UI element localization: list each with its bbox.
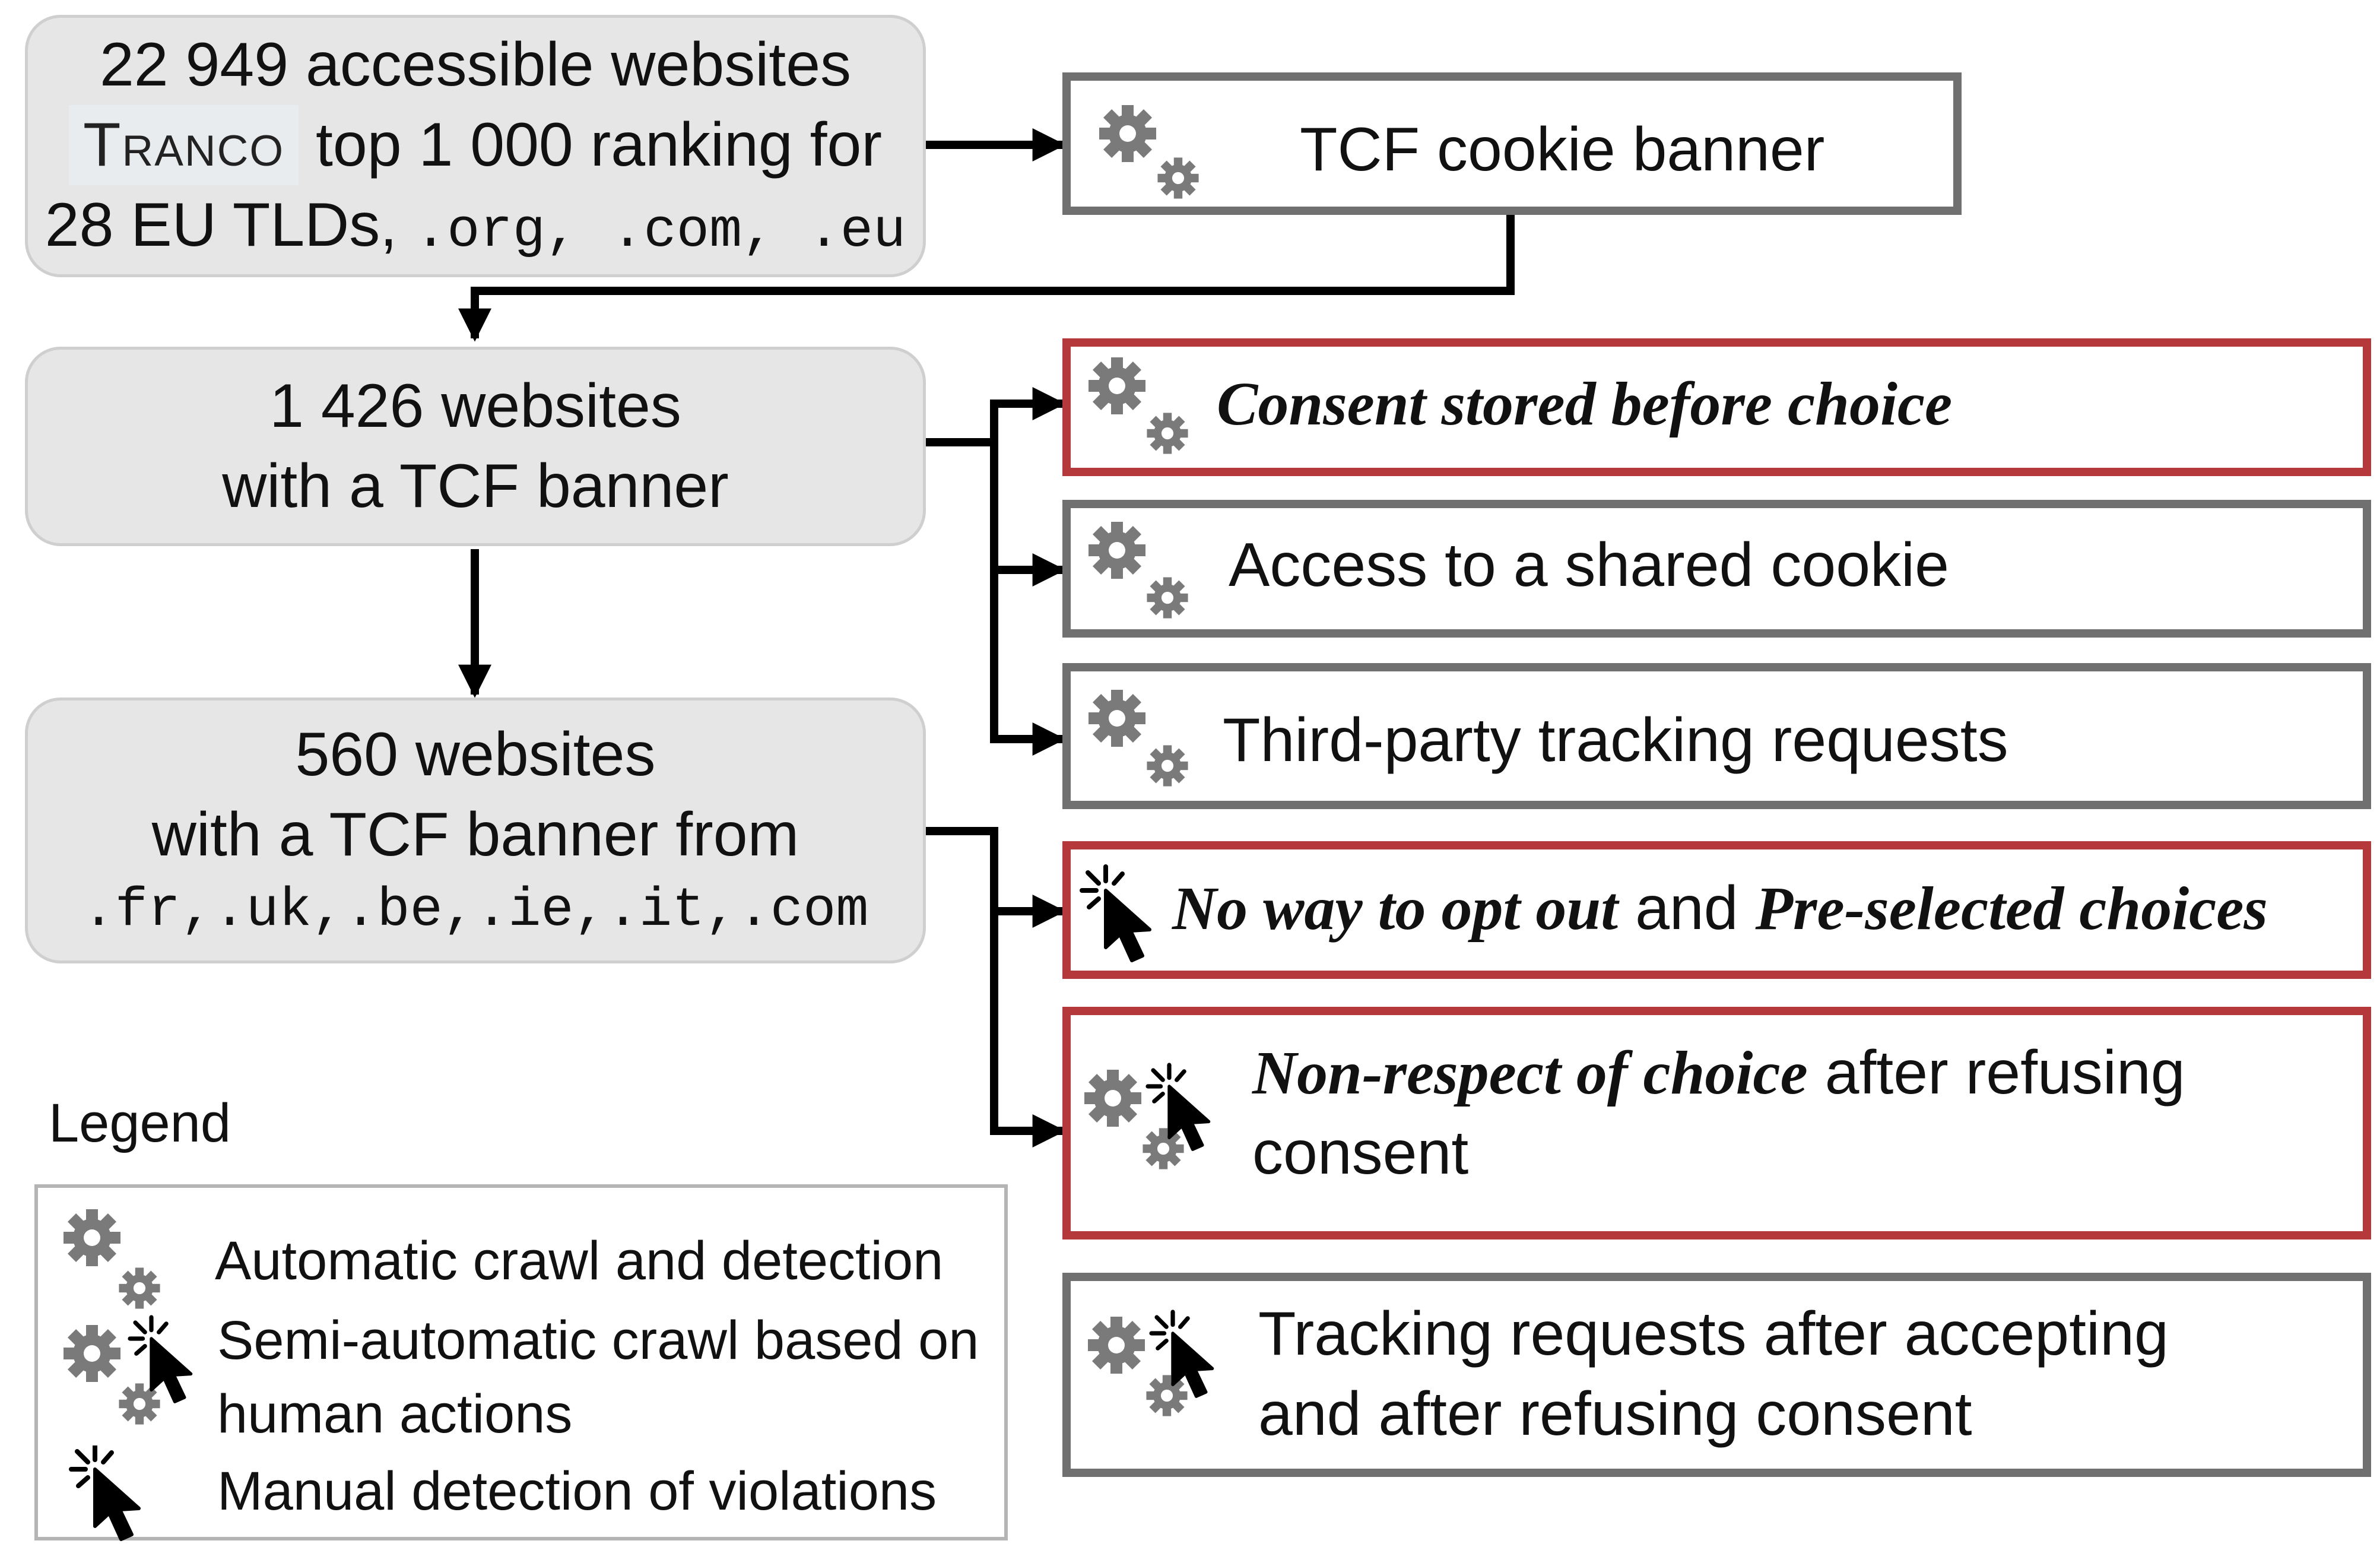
non-respect-rest: after refusing (1824, 1038, 2185, 1107)
gears-cursor-icon (1084, 1051, 1235, 1169)
source-22949-ranking: top 1 000 ranking for (316, 110, 883, 180)
preselected-text: Pre-selected choices (1755, 874, 2268, 943)
tranco-logo: Tranco (68, 105, 299, 186)
source-box-1426: 1 426 websites with a TCF banner (25, 347, 926, 546)
source-560-line2: with a TCF banner from (151, 800, 799, 870)
source-22949-line3: 28 EU TLDs, .org, .com, .eu (45, 185, 906, 267)
arrow-560-branches (926, 827, 1066, 928)
source-560-tld-codes: .fr,.uk,.be,.ie,.it,.com (82, 879, 869, 942)
gears-icon (1089, 522, 1188, 619)
third-party-label: Third-party tracking requests (1223, 706, 2008, 775)
tracking-after-line1: Tracking requests after accepting (1258, 1299, 2169, 1368)
gears-cursor-icon (64, 1306, 214, 1425)
no-opt-out-label: No way to opt out and Pre-selected choic… (1172, 868, 2268, 949)
consent-stored-label: Consent stored before choice (1217, 370, 1953, 438)
no-opt-out-text: No way to opt out (1172, 874, 1619, 943)
gears-icon (64, 1209, 160, 1309)
box-tcf-banner (1062, 72, 1962, 215)
source-22949-line2: Tranco top 1 000 ranking for (68, 105, 883, 186)
gears-cursor-icon (1088, 1298, 1238, 1416)
legend-semi-line2: human actions (217, 1384, 573, 1444)
gears-icon (1099, 105, 1199, 199)
box-tracking-after (1062, 1273, 2371, 1477)
gears-icon (1089, 690, 1188, 787)
legend-manual: Manual detection of violations (217, 1461, 937, 1521)
arrow-1426-branches (926, 387, 1066, 446)
box-no-opt-out (1062, 841, 2371, 979)
source-box-22949: 22 949 accessible websites Tranco top 1 … (25, 15, 926, 277)
legend-title: Legend (49, 1093, 231, 1153)
legend-box (34, 1184, 1008, 1540)
tracking-after-label: Tracking requests after accepting and af… (1258, 1294, 2169, 1454)
non-respect-text: Non-respect of choice (1252, 1039, 1808, 1107)
source-22949-line1: 22 949 accessible websites (99, 30, 852, 100)
box-shared-cookie (1062, 500, 2371, 638)
box-non-respect (1062, 1007, 2371, 1239)
gears-icon (1089, 357, 1188, 454)
box-third-party (1062, 663, 2371, 809)
click-cursor-icon (1073, 864, 1168, 965)
no-opt-out-and: and (1635, 874, 1738, 943)
legend-automatic: Automatic crawl and detection (215, 1231, 944, 1291)
arrow-tcf-to-1426 (458, 211, 1515, 342)
click-cursor-icon (56, 1445, 169, 1546)
source-box-560: 560 websites with a TCF banner from .fr,… (25, 698, 926, 963)
legend-semi-line1: Semi-automatic crawl based on (217, 1310, 979, 1371)
tracking-after-line2: and after refusing consent (1258, 1380, 1972, 1449)
source-22949-tlds: 28 EU TLDs, (45, 191, 398, 260)
non-respect-label: Non-respect of choice after refusing con… (1252, 1033, 2185, 1193)
shared-cookie-label: Access to a shared cookie (1229, 531, 1949, 600)
tcf-banner-label: TCF cookie banner (1300, 115, 1825, 184)
source-1426-line1: 1 426 websites (269, 371, 681, 440)
source-1426-line2: with a TCF banner (222, 452, 729, 521)
source-22949-tld-codes: .org, .com, .eu (414, 200, 906, 263)
source-560-line1: 560 websites (295, 720, 656, 790)
box-consent-stored (1062, 338, 2371, 476)
non-respect-line2: consent (1252, 1118, 1469, 1188)
